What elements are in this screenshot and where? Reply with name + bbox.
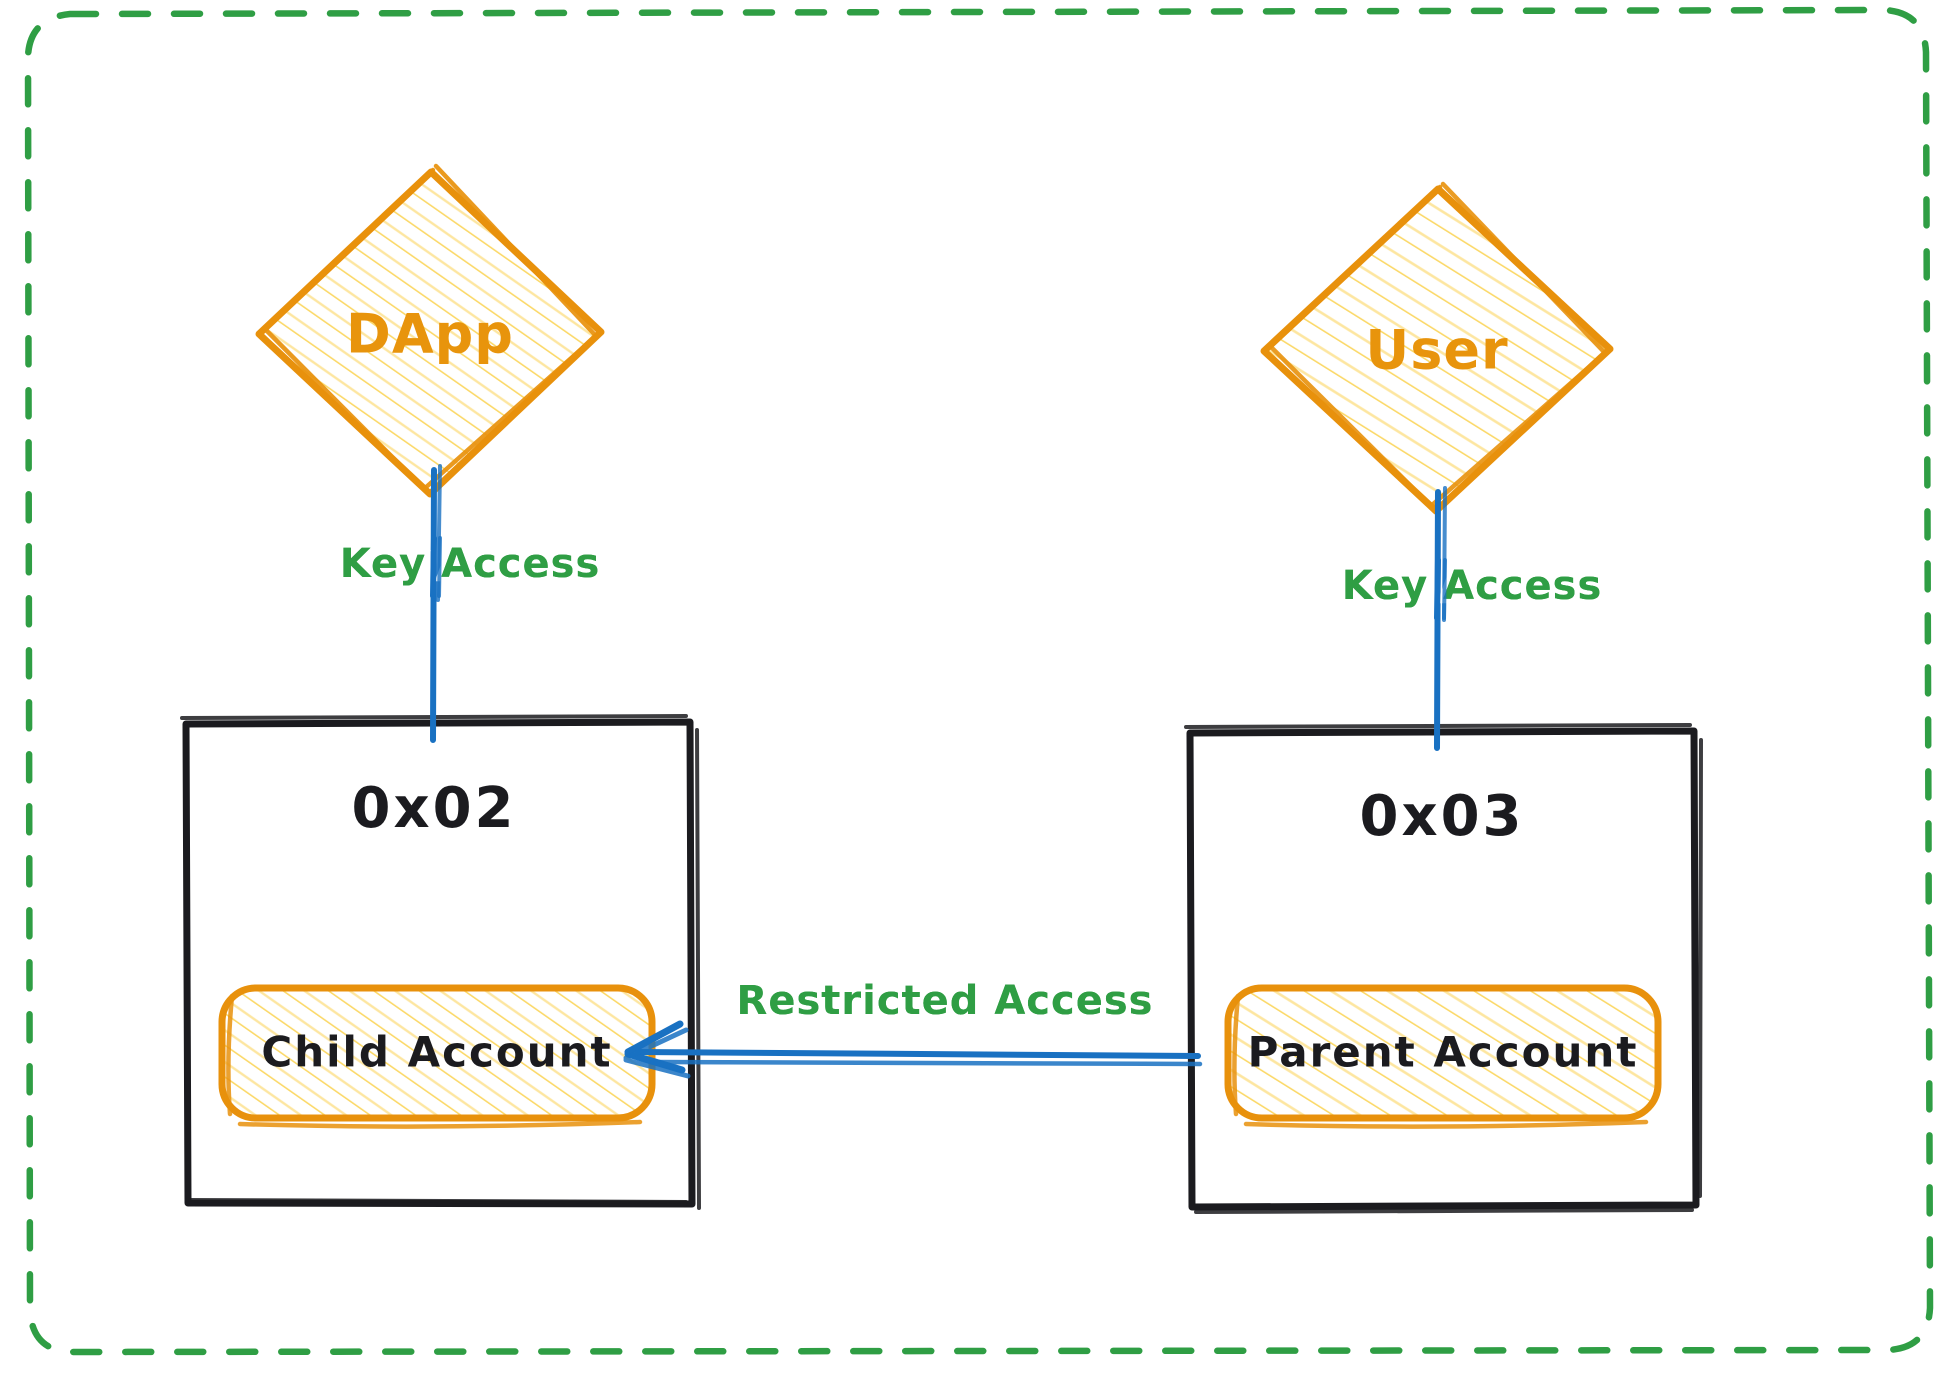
parent-account-outline-1	[1224, 984, 1662, 1122]
edge-dapp-line-overlay-2	[437, 536, 442, 598]
edge-user-line-overlay	[1434, 557, 1441, 621]
key-access-label-right: Key Access	[1342, 563, 1603, 609]
edge-dapp-to-child[interactable]	[430, 464, 442, 743]
node-account-0x02[interactable]: 0x02 Child Account	[180, 714, 701, 1210]
edge-restricted-line-1	[635, 1049, 1201, 1059]
node-dapp[interactable]: DApp	[250, 160, 620, 510]
edge-label-group: Key Access Key Access Key Access Key Acc…	[335, 535, 1606, 1029]
edge-restricted-arrowhead-1	[624, 1020, 686, 1074]
dapp-outline-2	[262, 163, 599, 492]
child-account-chip[interactable]: Child Account	[215, 980, 665, 1129]
edge-dapp-line-1	[430, 467, 437, 743]
key-access-label-left: Key Access	[340, 541, 601, 587]
restricted-access-label-halo: Restricted Access	[737, 978, 1154, 1024]
node-user[interactable]: User	[1255, 178, 1625, 528]
user-outline-2	[1267, 181, 1608, 509]
parent-account-label: Parent Account	[1248, 1028, 1639, 1077]
edge-restricted-arrowhead-2	[623, 1027, 691, 1079]
child-account-label: Child Account	[261, 1028, 612, 1077]
parent-account-outline-2	[1232, 993, 1649, 1129]
edge-parent-to-child[interactable]	[623, 1020, 1203, 1079]
child-account-hatch-fill	[222, 988, 652, 1118]
restricted-access-label: Restricted Access	[737, 978, 1154, 1024]
edge-dapp-line-overlay	[430, 535, 437, 599]
key-access-label-left-halo: Key Access	[340, 541, 601, 587]
key-access-label-right-halo: Key Access	[1342, 563, 1603, 609]
child-account-outline-2	[226, 993, 643, 1129]
outer-dashed-frame	[24, 6, 1934, 1356]
box-0x03-outline-1	[1186, 727, 1700, 1211]
node-account-0x03[interactable]: 0x03 Parent Account	[1184, 723, 1703, 1214]
box-0x02-outline-1	[182, 718, 696, 1208]
box-0x02-id-label: 0x02	[351, 776, 516, 841]
user-label: User	[1365, 319, 1508, 382]
parent-account-chip[interactable]: Parent Account	[1221, 980, 1671, 1129]
box-0x03-id-label: 0x03	[1359, 784, 1524, 849]
edge-restricted-line-2	[647, 1059, 1203, 1067]
edge-user-line-overlay-2	[1442, 558, 1447, 620]
dapp-label: DApp	[346, 303, 514, 366]
parent-account-hatch-fill	[1228, 988, 1658, 1118]
